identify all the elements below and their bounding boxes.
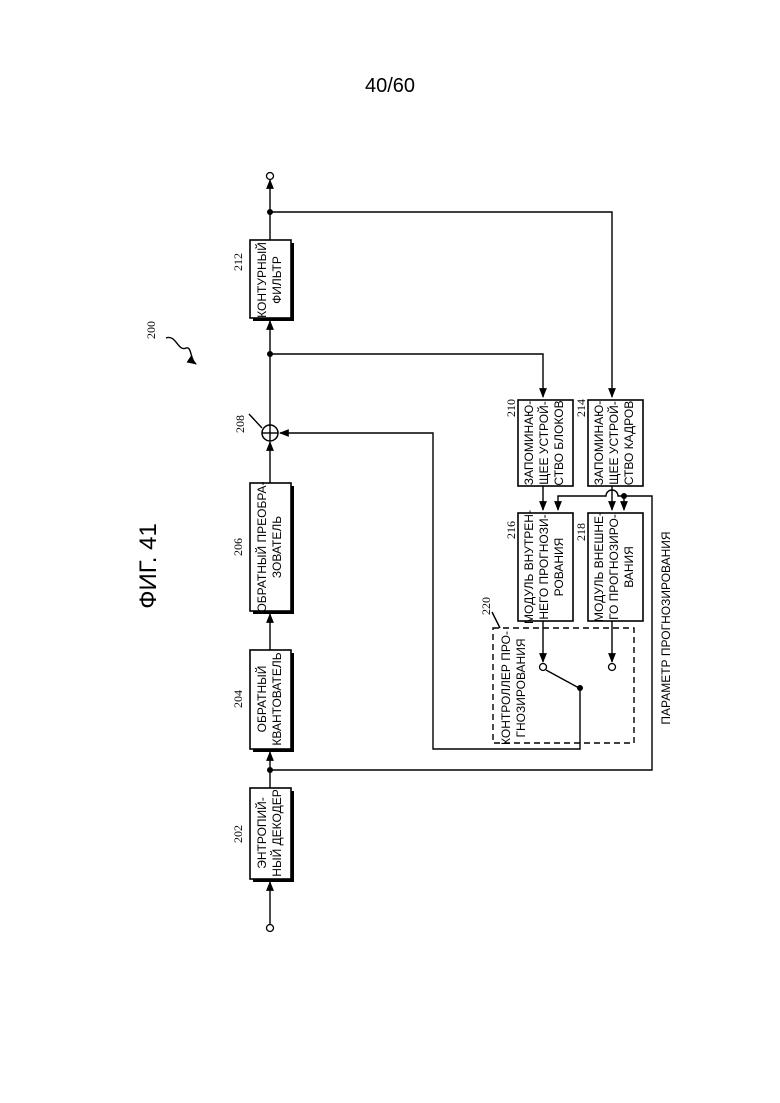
block-220-ref-leader — [492, 612, 500, 628]
block-202-line2: НЫЙ ДЕКОДЕР — [269, 789, 284, 876]
system-ref: 200 — [144, 321, 158, 339]
block-206-ref: 206 — [231, 538, 245, 556]
block-204-line1: ОБРАТНЫЙ — [254, 666, 269, 733]
switch-arm — [546, 670, 579, 688]
output-terminal — [267, 173, 274, 180]
block-210-ref: 210 — [504, 399, 518, 417]
block-210-line3: СТВО БЛОКОВ — [552, 400, 566, 485]
block-204-line2: КВАНТОВАТЕЛЬ — [270, 652, 284, 745]
block-216-line3: РОВАНИЯ — [552, 538, 566, 597]
block-220-line2: ГНОЗИРОВАНИЯ — [514, 638, 528, 737]
block-220-line1: КОНТРОЛЛЕР ПРО- — [499, 631, 513, 745]
block-212-line1: КОНТУРНЫЙ — [254, 242, 269, 318]
adder-ref-leader — [249, 414, 262, 428]
block-214-line1: ЗАПОМИНАЮ- — [592, 401, 606, 486]
block-204-ref: 204 — [231, 690, 245, 708]
block-216-line1: МОДУЛЬ ВНУТРЕН- — [522, 510, 536, 624]
input-terminal — [267, 925, 274, 932]
block-214-line3: СТВО КАДРОВ — [622, 401, 636, 485]
wire-param-216 — [558, 490, 624, 510]
block-220-ref: 220 — [479, 597, 493, 615]
page-number: 40/60 — [365, 75, 415, 97]
block-214-line2: ЩЕЕ УСТРОЙ- — [606, 401, 621, 485]
block-202-ref: 202 — [231, 825, 245, 843]
block-210-line2: ЩЕЕ УСТРОЙ- — [536, 401, 551, 485]
switch-contact-inter — [609, 664, 616, 671]
block-216-line2: НЕГО ПРОГНОЗИ- — [537, 514, 551, 619]
block-212-line2: ФИЛЬТР — [270, 256, 284, 304]
system-ref-leader — [166, 337, 196, 364]
prediction-parameter-label: ПАРАМЕТР ПРОГНОЗИРОВАНИЯ — [659, 531, 673, 724]
block-216-ref: 216 — [504, 521, 518, 539]
adder-208-ref: 208 — [233, 415, 247, 433]
block-212-ref: 212 — [231, 253, 245, 271]
block-206-line1: ОБРАТНЫЙ ПРЕОБРА- — [254, 481, 269, 612]
block-218-line1: МОДУЛЬ ВНЕШНЕ- — [592, 512, 606, 622]
block-214-ref: 214 — [574, 399, 588, 417]
block-218-line2: ГО ПРОГНОЗИРО- — [607, 514, 621, 620]
block-202-line1: ЭНТРОПИЙ- — [254, 797, 269, 869]
block-218-ref: 218 — [574, 523, 588, 541]
figure-title: ФИГ. 41 — [135, 523, 162, 609]
switch-contact-intra — [540, 664, 547, 671]
block-210-line1: ЗАПОМИНАЮ- — [522, 401, 536, 486]
block-206-line2: ЗОВАТЕЛЬ — [270, 516, 284, 578]
wire-adder-out-210 — [270, 354, 543, 397]
block-218-line3: ВАНИЯ — [622, 546, 636, 588]
wire-filter-out-214 — [270, 212, 612, 397]
